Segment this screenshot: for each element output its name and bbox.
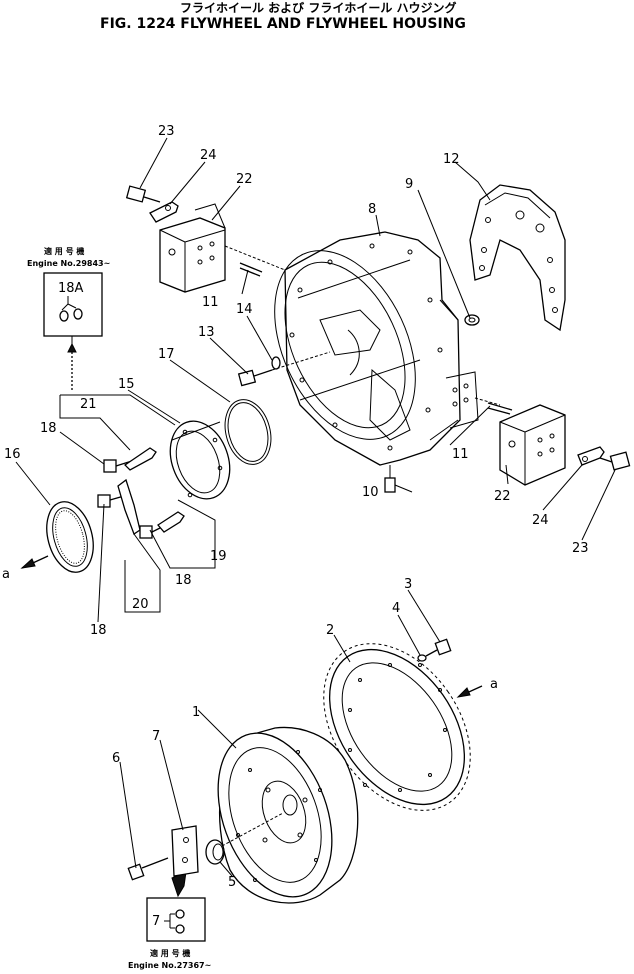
callout-18-bottom: 18 bbox=[90, 623, 107, 638]
title-japanese: フライホイール および フライホイール ハウジング bbox=[180, 0, 457, 15]
callout-17: 17 bbox=[158, 347, 175, 362]
callout-18-lower: 18 bbox=[175, 573, 192, 588]
callout-15: 15 bbox=[118, 377, 135, 392]
callout-13: 13 bbox=[198, 325, 215, 340]
inset-lower-heading-en: Engine No.27367~ bbox=[128, 961, 211, 970]
callout-7: 7 bbox=[152, 729, 160, 744]
leader-lines bbox=[15, 137, 616, 877]
inset-upper: 適 用 号 機 Engine No.29843~ 18A bbox=[27, 246, 110, 392]
bolt-13 bbox=[237, 351, 331, 387]
callout-12: 12 bbox=[443, 152, 460, 167]
callout-20: 20 bbox=[132, 597, 149, 612]
callout-18-top: 18 bbox=[40, 421, 57, 436]
callout-16: 16 bbox=[4, 447, 21, 462]
bolt-23-lower bbox=[599, 451, 631, 471]
plate-7 bbox=[171, 825, 199, 877]
bearing-5 bbox=[205, 812, 284, 865]
seal-housing-15 bbox=[169, 420, 231, 500]
view-arrow-left-label: a bbox=[2, 567, 10, 582]
callout-11-upper: 11 bbox=[202, 295, 219, 310]
callout-9: 9 bbox=[405, 177, 413, 192]
plate-19 bbox=[157, 511, 185, 533]
bolt-18-middle bbox=[97, 494, 125, 508]
view-arrow-left: a bbox=[2, 555, 49, 582]
inset-lower-heading-jp: 適 用 号 機 bbox=[150, 948, 190, 958]
bracket-22-upper bbox=[159, 203, 226, 293]
callout-3: 3 bbox=[404, 577, 412, 592]
inset-upper-heading-en: Engine No.29843~ bbox=[27, 259, 110, 268]
callout-19: 19 bbox=[210, 549, 227, 564]
callout-21: 21 bbox=[80, 397, 97, 412]
washer-9 bbox=[464, 314, 480, 326]
callout-6: 6 bbox=[112, 751, 120, 766]
seal-ring-16 bbox=[46, 501, 94, 573]
view-arrow-right-label: a bbox=[490, 677, 498, 692]
title-english: FIG. 1224 FLYWHEEL AND FLYWHEEL HOUSING bbox=[100, 16, 466, 32]
callout-24-upper: 24 bbox=[200, 148, 217, 163]
washer-4 bbox=[417, 654, 427, 662]
callout-4: 4 bbox=[392, 601, 400, 616]
bolt-23-upper bbox=[125, 185, 161, 203]
inset-lower: 7 適 用 号 機 Engine No.27367~ bbox=[128, 871, 211, 970]
callout-22-upper: 22 bbox=[236, 172, 253, 187]
callout-5: 5 bbox=[228, 875, 236, 890]
callout-14: 14 bbox=[236, 302, 253, 317]
callout-1: 1 bbox=[192, 705, 200, 720]
callout-2: 2 bbox=[326, 623, 334, 638]
bracket-lines-19-20-21 bbox=[59, 394, 216, 613]
callout-11-lower: 11 bbox=[452, 447, 469, 462]
callout-24-lower: 24 bbox=[532, 513, 549, 528]
flywheel-housing-8 bbox=[274, 231, 479, 466]
ring-gear-2 bbox=[323, 643, 471, 811]
pin-11-upper bbox=[224, 245, 286, 277]
plate-20 bbox=[117, 478, 141, 535]
flywheel-1 bbox=[217, 726, 359, 904]
plug-10 bbox=[384, 465, 396, 493]
callout-10: 10 bbox=[362, 485, 379, 500]
washer-14 bbox=[271, 356, 281, 370]
plate-24-upper bbox=[149, 201, 179, 223]
bracket-22-lower bbox=[499, 404, 566, 486]
plate-21 bbox=[123, 447, 157, 471]
callout-8: 8 bbox=[368, 202, 376, 217]
plate-24-lower bbox=[577, 446, 605, 466]
callout-23-upper: 23 bbox=[158, 124, 175, 139]
callout-23-lower: 23 bbox=[572, 541, 589, 556]
inset-upper-heading-jp: 適 用 号 機 bbox=[44, 246, 84, 256]
callout-22-lower: 22 bbox=[494, 489, 511, 504]
inset-lower-part-label: 7 bbox=[152, 914, 160, 929]
o-ring-17 bbox=[224, 399, 272, 465]
inset-upper-part-label: 18A bbox=[58, 281, 84, 296]
bolt-6 bbox=[127, 857, 169, 881]
pin-11-lower bbox=[474, 397, 513, 415]
bolt-3 bbox=[425, 638, 452, 657]
cover-plate-12 bbox=[469, 184, 566, 332]
callout-labels: 23 24 22 12 9 8 11 14 13 17 15 21 18 16 … bbox=[4, 124, 589, 890]
view-arrow-right: a bbox=[456, 677, 498, 698]
